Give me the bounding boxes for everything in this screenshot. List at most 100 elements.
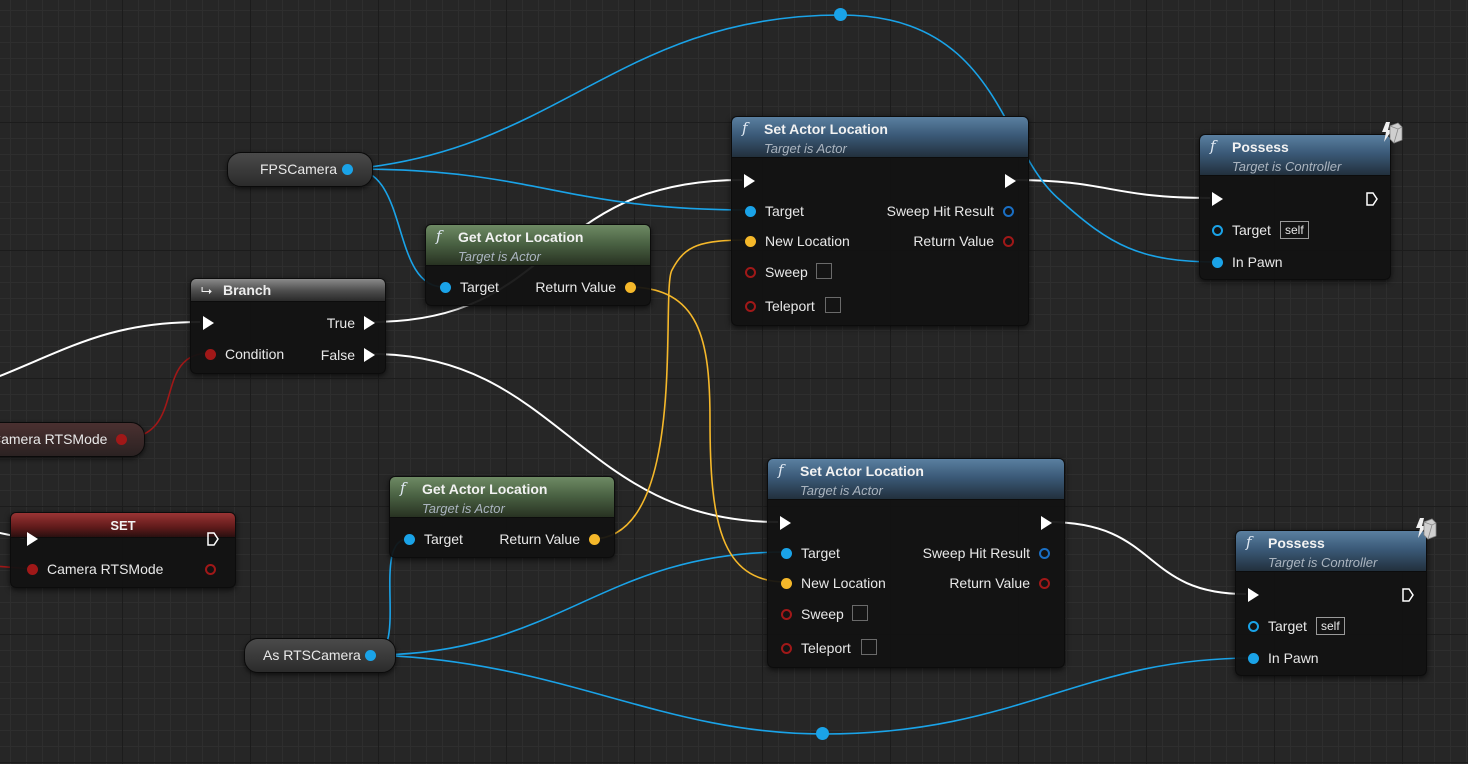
possess-1-in-pawn-label: In Pawn <box>1232 254 1283 270</box>
possess-1-self-value[interactable]: self <box>1280 221 1309 239</box>
set-actor-location-1-new-location-label: New Location <box>765 233 850 249</box>
possess-2-target-pin[interactable] <box>1248 621 1259 632</box>
set-value-in-pin[interactable] <box>27 564 38 575</box>
possess-2-subtitle: Target is Controller <box>1268 555 1378 570</box>
set-variable-node[interactable]: SET Camera RTSMode <box>10 512 236 588</box>
branch-true-pin[interactable] <box>364 316 375 330</box>
possess-1-target-label: Target <box>1232 222 1271 238</box>
possess-2-exec-in-pin[interactable] <box>1248 588 1259 602</box>
possess-1-header[interactable]: f Possess Target is Controller <box>1200 135 1390 176</box>
camera-rtsmode-output-pin[interactable] <box>116 434 127 445</box>
set-actor-location-2-sweep-pin[interactable] <box>781 609 792 620</box>
get-actor-location-2-subtitle: Target is Actor <box>422 501 505 516</box>
get-actor-location-2-return-pin[interactable] <box>589 534 600 545</box>
branch-condition-pin[interactable] <box>205 349 216 360</box>
set-actor-location-2-return-pin[interactable] <box>1039 578 1050 589</box>
get-actor-location-1-return-label: Return Value <box>535 279 616 295</box>
get-actor-location-1-target-pin[interactable] <box>440 282 451 293</box>
set-actor-location-1-sweep-hit-label: Sweep Hit Result <box>886 203 994 219</box>
possess-1-target-pin[interactable] <box>1212 225 1223 236</box>
branch-node[interactable]: ⮡ Branch True Condition False <box>190 278 386 374</box>
possess-2-exec-out-pin[interactable] <box>1402 588 1414 602</box>
possess-2-in-pawn-label: In Pawn <box>1268 650 1319 666</box>
exec-wire-in-branch <box>0 321 201 378</box>
set-actor-location-2-target-label: Target <box>801 545 840 561</box>
set-actor-location-2-new-location-pin[interactable] <box>781 578 792 589</box>
reroute-node-bottom[interactable] <box>816 727 829 740</box>
server-context-icon <box>1416 518 1437 540</box>
get-actor-location-node-2[interactable]: f Get Actor Location Target is Actor Tar… <box>389 476 615 558</box>
branch-header[interactable]: ⮡ Branch <box>191 279 385 302</box>
possess-node-2[interactable]: f Possess Target is Controller Target se… <box>1235 530 1427 676</box>
set-actor-location-1-target-pin[interactable] <box>745 206 756 217</box>
set-actor-location-node-2[interactable]: f Set Actor Location Target is Actor Tar… <box>767 458 1065 668</box>
set-actor-location-1-teleport-label: Teleport <box>765 298 815 314</box>
possess-2-in-pawn-pin[interactable] <box>1248 653 1259 664</box>
set-actor-location-2-exec-in-pin[interactable] <box>780 516 791 530</box>
set-actor-location-1-sweep-label: Sweep <box>765 264 808 280</box>
set-actor-location-2-teleport-checkbox[interactable] <box>861 639 877 655</box>
fps-camera-output-pin[interactable] <box>342 164 353 175</box>
get-actor-location-1-return-pin[interactable] <box>625 282 636 293</box>
set-actor-location-2-teleport-label: Teleport <box>801 640 851 656</box>
set-value-out-pin[interactable] <box>205 564 216 575</box>
as-rts-camera-output-pin[interactable] <box>365 650 376 661</box>
set-actor-location-1-sweep-pin[interactable] <box>745 267 756 278</box>
get-actor-location-2-return-label: Return Value <box>499 531 580 547</box>
set-actor-location-2-exec-out-pin[interactable] <box>1041 516 1052 530</box>
set-actor-location-1-header[interactable]: f Set Actor Location Target is Actor <box>732 117 1028 158</box>
set-actor-location-2-sweep-hit-pin[interactable] <box>1039 548 1050 559</box>
set-actor-location-2-target-pin[interactable] <box>781 548 792 559</box>
set-actor-location-2-teleport-pin[interactable] <box>781 643 792 654</box>
get-actor-location-2-target-pin[interactable] <box>404 534 415 545</box>
get-actor-location-2-target-label: Target <box>424 531 463 547</box>
set-actor-location-1-sweep-hit-pin[interactable] <box>1003 206 1014 217</box>
set-exec-out-pin[interactable] <box>207 532 219 546</box>
possess-1-subtitle: Target is Controller <box>1232 159 1342 174</box>
possess-2-self-value[interactable]: self <box>1316 617 1345 635</box>
possess-2-header[interactable]: f Possess Target is Controller <box>1236 531 1426 572</box>
get-actor-location-node-1[interactable]: f Get Actor Location Target is Actor Tar… <box>425 224 651 306</box>
branch-true-label: True <box>326 315 355 331</box>
possess-1-exec-out-pin[interactable] <box>1366 192 1378 206</box>
branch-false-pin[interactable] <box>364 348 375 362</box>
set-actor-location-1-new-location-pin[interactable] <box>745 236 756 247</box>
as-rts-camera-variable-node[interactable]: As RTSCamera <box>244 638 396 673</box>
possess-node-1[interactable]: f Possess Target is Controller Target se… <box>1199 134 1391 280</box>
possess-1-exec-in-pin[interactable] <box>1212 192 1223 206</box>
set-actor-location-1-target-label: Target <box>765 203 804 219</box>
get-actor-location-1-target-label: Target <box>460 279 499 295</box>
branch-icon: ⮡ <box>201 282 213 298</box>
camera-rtsmode-getter-node[interactable]: Camera RTSMode <box>0 422 145 457</box>
set-actor-location-1-teleport-pin[interactable] <box>745 301 756 312</box>
set-actor-location-1-title: Set Actor Location <box>764 121 888 137</box>
set-actor-location-1-sweep-checkbox[interactable] <box>816 263 832 279</box>
possess-1-title: Possess <box>1232 139 1289 155</box>
possess-2-target-label: Target <box>1268 618 1307 634</box>
possess-1-in-pawn-pin[interactable] <box>1212 257 1223 268</box>
branch-title: Branch <box>223 282 272 298</box>
reroute-node-top[interactable] <box>834 8 847 21</box>
server-context-icon <box>1382 122 1403 144</box>
set-actor-location-1-exec-out-pin[interactable] <box>1005 174 1016 188</box>
set-actor-location-node-1[interactable]: f Set Actor Location Target is Actor Tar… <box>731 116 1029 326</box>
fps-camera-variable-node[interactable]: FPSCamera <box>227 152 373 187</box>
get-actor-location-1-subtitle: Target is Actor <box>458 249 541 264</box>
set-actor-location-1-teleport-checkbox[interactable] <box>825 297 841 313</box>
branch-exec-in-pin[interactable] <box>203 316 214 330</box>
get-actor-location-1-header[interactable]: f Get Actor Location Target is Actor <box>426 225 650 266</box>
object-wire-relay-possess2 <box>822 657 1254 735</box>
function-icon: f <box>436 227 442 245</box>
set-actor-location-2-header[interactable]: f Set Actor Location Target is Actor <box>768 459 1064 500</box>
set-header[interactable]: SET <box>11 513 235 538</box>
function-icon: f <box>1246 533 1252 551</box>
set-actor-location-2-title: Set Actor Location <box>800 463 924 479</box>
set-actor-location-1-return-pin[interactable] <box>1003 236 1014 247</box>
set-title: SET <box>110 518 136 533</box>
get-actor-location-2-header[interactable]: f Get Actor Location Target is Actor <box>390 477 614 518</box>
set-actor-location-1-exec-in-pin[interactable] <box>744 174 755 188</box>
set-exec-in-pin[interactable] <box>27 532 38 546</box>
set-actor-location-2-sweep-checkbox[interactable] <box>852 605 868 621</box>
set-actor-location-2-sweep-label: Sweep <box>801 606 844 622</box>
possess-2-title: Possess <box>1268 535 1325 551</box>
